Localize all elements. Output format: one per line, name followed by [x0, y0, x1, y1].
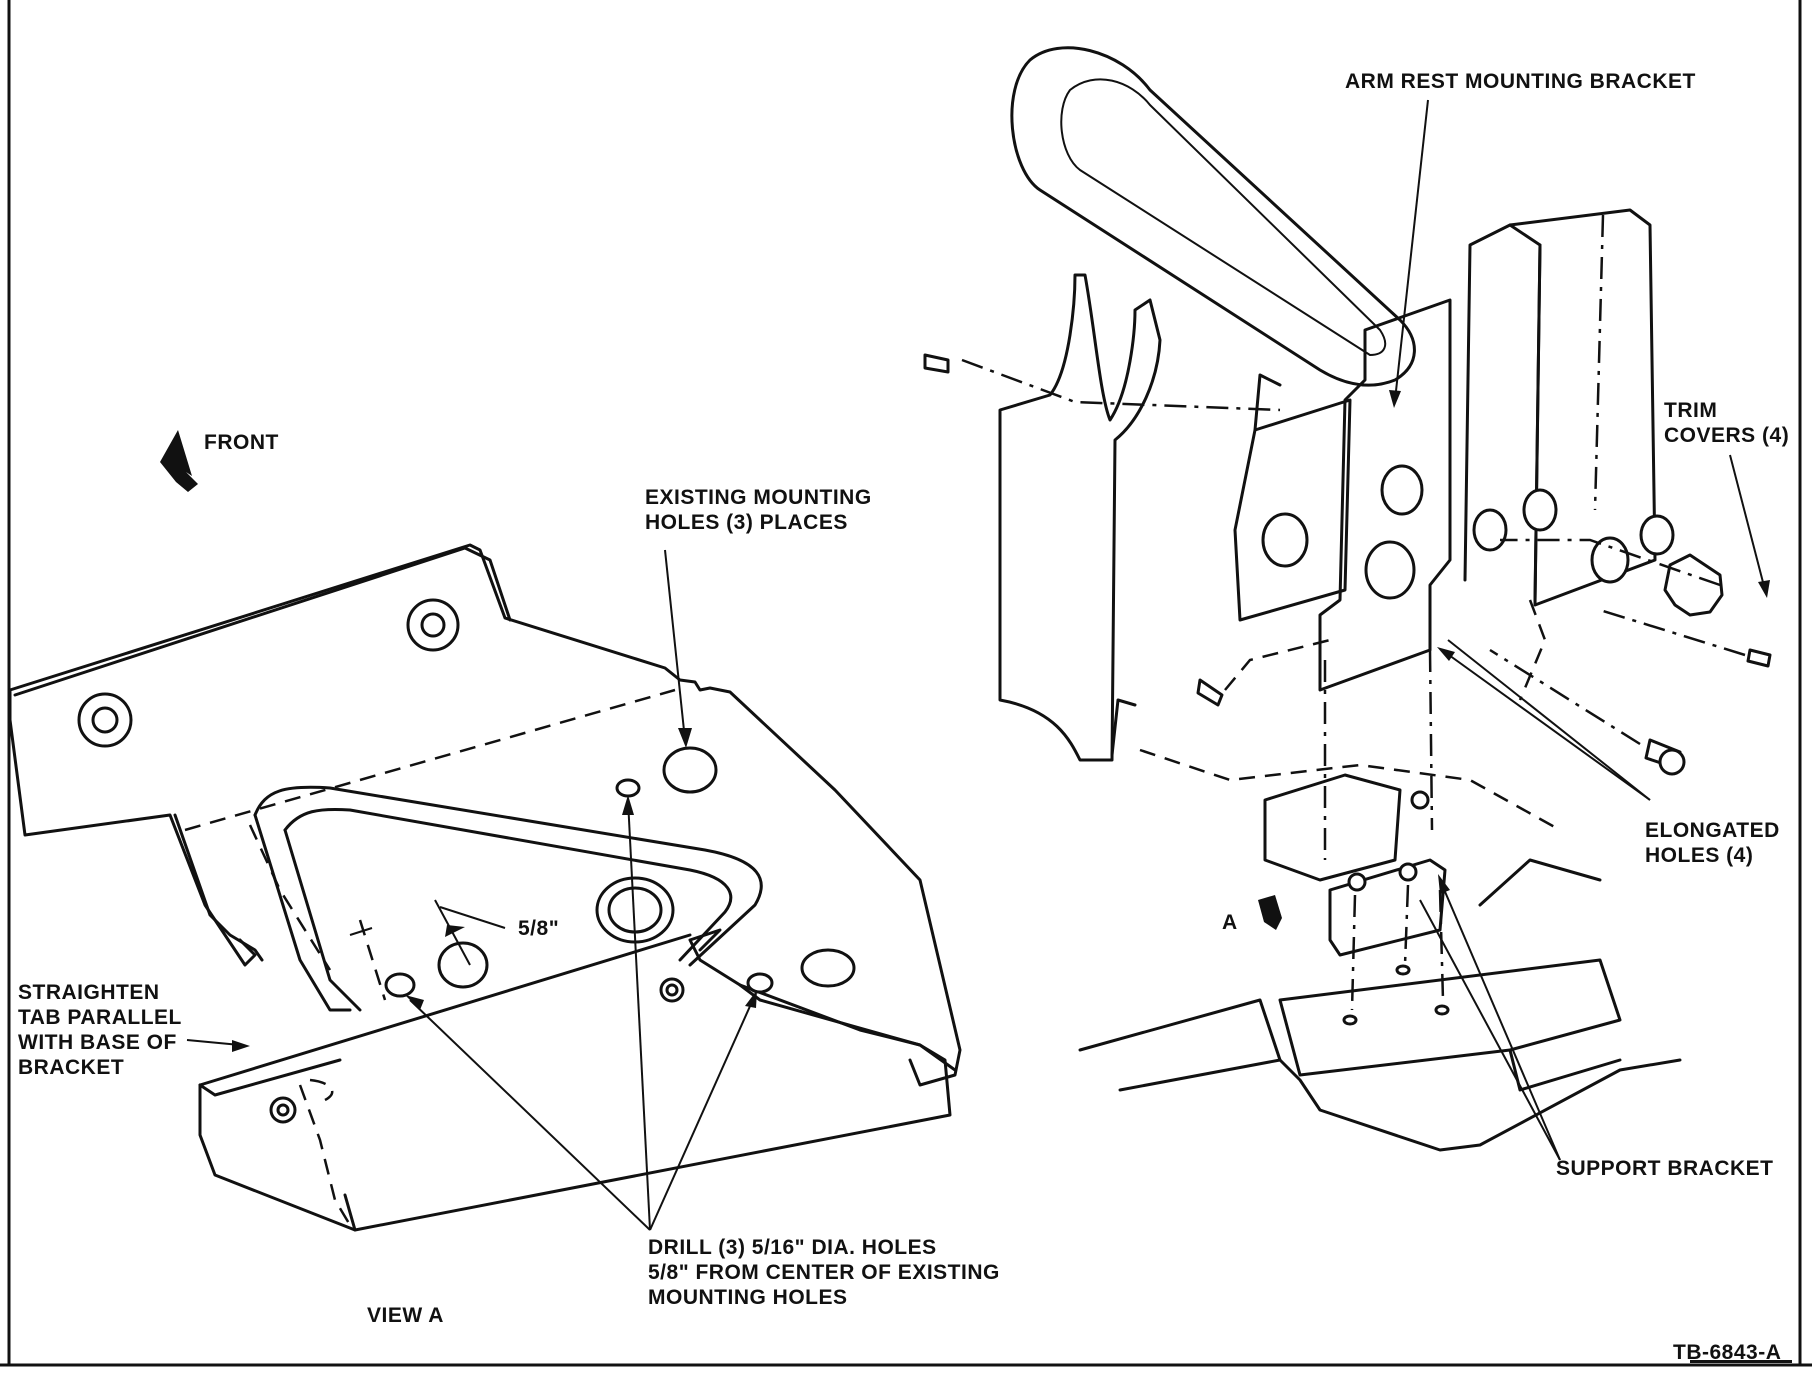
- five-eighths-dimension-label: 5/8": [518, 917, 560, 940]
- view-a-marker-label: A: [1222, 911, 1238, 934]
- trim-covers-label: TRIM COVERS (4): [1664, 399, 1790, 447]
- assembly-leaders: [1389, 99, 1770, 1161]
- view-a-bracket-drawing: [8, 543, 962, 1232]
- front-arrow-icon: [160, 430, 198, 492]
- armrest-assembly-drawing: [923, 46, 1772, 1152]
- existing-mounting-holes-label: EXISTING MOUNTING HOLES (3) PLACES: [645, 486, 872, 534]
- straighten-tab-label: STRAIGHTEN TAB PARALLEL WITH BASE OF BRA…: [18, 981, 182, 1079]
- view-a-caption: VIEW A: [367, 1304, 444, 1327]
- figure-id-underline: [1690, 1360, 1792, 1363]
- front-label: FRONT: [204, 431, 279, 454]
- support-bracket-label: SUPPORT BRACKET: [1556, 1157, 1774, 1180]
- view-a-leaders: [186, 549, 757, 1231]
- drill-holes-label: DRILL (3) 5/16" DIA. HOLES 5/8" FROM CEN…: [648, 1236, 1000, 1309]
- arm-rest-mounting-bracket-label: ARM REST MOUNTING BRACKET: [1345, 70, 1696, 93]
- figure-id-label: TB-6843-A: [1673, 1341, 1782, 1364]
- elongated-holes-label: ELONGATED HOLES (4): [1645, 819, 1780, 867]
